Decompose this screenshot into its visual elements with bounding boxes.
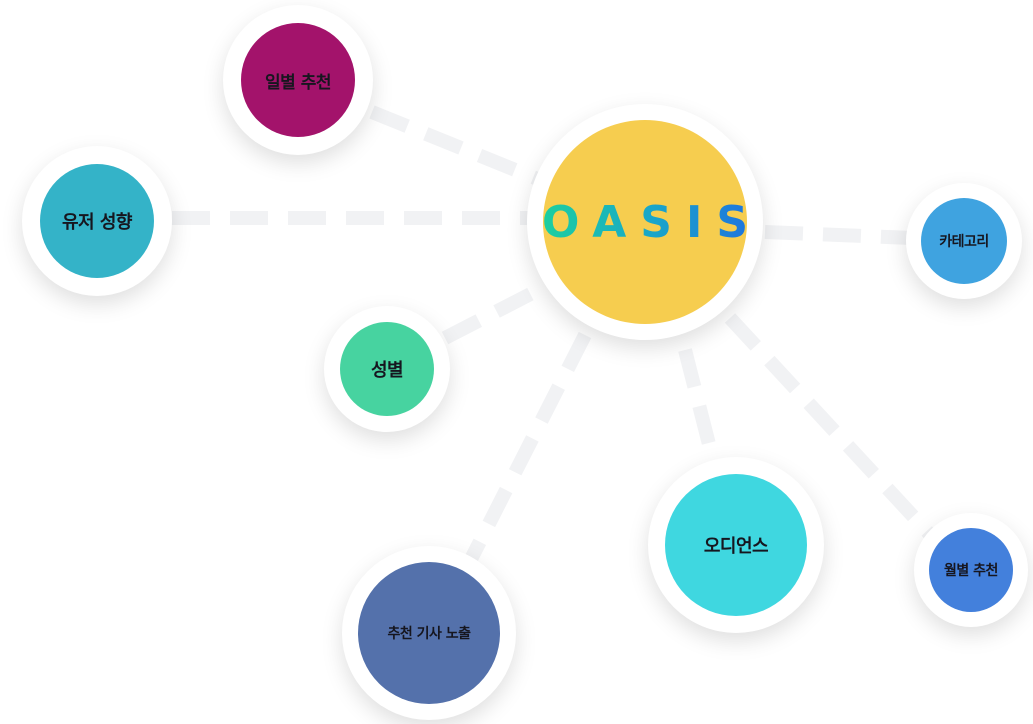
link-gender	[441, 278, 552, 345]
link-exposure	[461, 331, 592, 569]
node-category[interactable]: 카테고리	[906, 183, 1022, 299]
node-daily-circle: 일별 추천	[241, 23, 355, 137]
node-category-circle: 카테고리	[921, 198, 1007, 284]
node-user[interactable]: 유저 성향	[22, 146, 172, 296]
node-daily[interactable]: 일별 추천	[223, 5, 373, 155]
node-monthly[interactable]: 월별 추천	[914, 513, 1028, 627]
node-monthly-label: 월별 추천	[944, 563, 998, 579]
node-audience-label: 오디언스	[703, 536, 769, 557]
node-category-label: 카테고리	[939, 234, 989, 250]
node-gender-circle: 성별	[340, 322, 434, 416]
node-exposure-label: 추천 기사 노출	[387, 626, 471, 642]
link-category	[764, 225, 913, 245]
node-audience-circle: 오디언스	[665, 474, 807, 616]
node-exposure-circle: 추천 기사 노출	[358, 562, 500, 704]
link-monthly	[724, 313, 941, 545]
node-user-label: 유저 성향	[61, 212, 133, 233]
node-exposure[interactable]: 추천 기사 노출	[342, 546, 516, 720]
node-user-circle: 유저 성향	[40, 164, 154, 278]
center-node-circle: OASIS	[542, 120, 748, 324]
node-daily-label: 일별 추천	[265, 72, 331, 93]
center-node: OASIS	[527, 104, 763, 340]
node-monthly-circle: 월별 추천	[929, 528, 1013, 612]
node-gender[interactable]: 성별	[324, 306, 450, 432]
oasis-logo: OASIS	[541, 196, 763, 248]
link-audience	[678, 348, 720, 462]
node-gender-label: 성별	[370, 360, 404, 381]
link-daily	[369, 105, 548, 189]
node-audience[interactable]: 오디언스	[648, 457, 824, 633]
